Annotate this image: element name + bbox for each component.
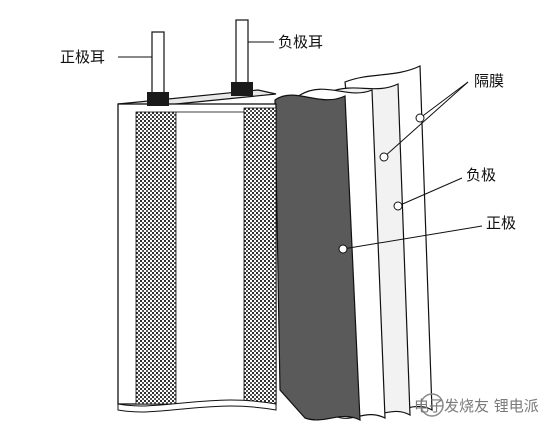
leader-negative xyxy=(397,177,463,207)
label-negative-tab: 负极耳 xyxy=(278,33,324,51)
label-positive-electrode: 正极 xyxy=(486,214,517,232)
positive-tab-base xyxy=(147,92,169,106)
negative-tab-base xyxy=(231,82,253,96)
pointer-dot-positive xyxy=(338,244,348,254)
leader-positive xyxy=(342,225,483,250)
watermark-text: 电子发烧友 锂电派 xyxy=(414,397,539,415)
pointer-dot-separator-front xyxy=(379,152,389,162)
mesh-column-left xyxy=(135,111,177,405)
label-separator: 隔膜 xyxy=(474,72,505,90)
positive-tab xyxy=(151,31,165,101)
mesh-column-right xyxy=(243,107,277,405)
watermark-logo-icon xyxy=(420,393,444,417)
leader-separator-b xyxy=(383,81,469,158)
core-inner-gap xyxy=(175,111,245,405)
label-negative-electrode: 负极 xyxy=(466,166,497,184)
positive-electrode-sheet xyxy=(274,94,361,421)
pointer-dot-negative xyxy=(393,201,403,211)
negative-tab xyxy=(235,19,249,91)
pointer-dot-separator-rear xyxy=(415,113,425,123)
leader-separator-a xyxy=(419,81,469,119)
label-positive-tab: 正极耳 xyxy=(60,48,106,66)
core-bottom-edge xyxy=(117,399,277,413)
